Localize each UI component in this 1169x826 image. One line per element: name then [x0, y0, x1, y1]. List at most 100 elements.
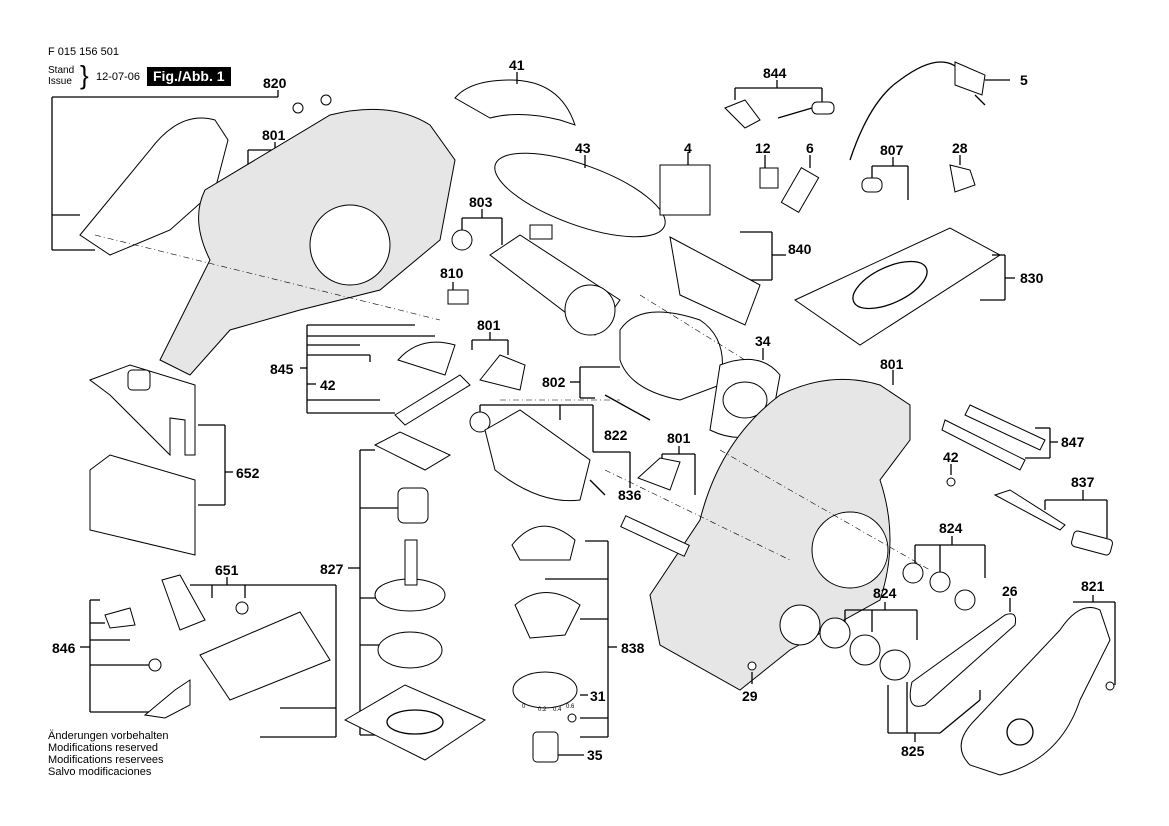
leader-840	[740, 231, 786, 281]
part-838-knob	[511, 525, 576, 561]
part-label-34: 34	[755, 333, 771, 349]
part-label-847: 847	[1061, 434, 1085, 450]
brace-glyph: }	[80, 60, 89, 90]
part-847-blade-b	[941, 419, 1026, 471]
part-651-fence	[199, 611, 331, 701]
leader-847	[1025, 427, 1058, 459]
note-english: Modifications reserved	[48, 742, 159, 754]
part-label-41: 41	[509, 57, 525, 73]
part-label-810: 810	[440, 265, 464, 281]
note-french: Modifications reservees	[48, 754, 164, 766]
part-label-824-upper: 824	[939, 520, 963, 536]
leader-821	[1073, 595, 1116, 685]
part-12-brush	[759, 167, 779, 189]
leader-825	[887, 682, 981, 742]
modifications-notice: Änderungen vorbehalten Modifications res…	[48, 730, 168, 778]
part-651-guide-clamp	[161, 574, 206, 631]
leader-838	[545, 540, 617, 738]
part-4-switch	[659, 164, 711, 216]
part-label-844: 844	[763, 65, 787, 81]
part-31-depth-dial	[512, 671, 578, 709]
note-german: Änderungen vorbehalten	[48, 730, 169, 742]
part-label-827: 827	[320, 561, 344, 577]
part-label-652: 652	[236, 465, 260, 481]
dial-tick-02: 0.2	[538, 707, 547, 713]
leader-845	[300, 324, 435, 414]
part-label-12: 12	[755, 140, 771, 156]
part-label-822: 822	[604, 427, 628, 443]
leader-822	[479, 404, 631, 488]
leader-807	[871, 157, 909, 200]
part-830-base-plate	[793, 227, 1001, 346]
leader-830	[980, 254, 1015, 301]
issue-label: Issue	[48, 76, 72, 87]
document-number: F 015 156 501	[48, 46, 119, 58]
part-28-clip	[949, 164, 976, 193]
part-label-43: 43	[575, 140, 591, 156]
dial-tick-06: 0.6	[566, 704, 575, 710]
part-label-4: 4	[684, 140, 692, 156]
part-827-mount-plate	[373, 431, 452, 471]
leader-837	[1044, 490, 1108, 538]
part-846-bracket	[143, 679, 191, 719]
leader-652	[198, 424, 233, 506]
part-label-845: 845	[270, 361, 294, 377]
part-label-6: 6	[806, 140, 814, 156]
part-label-802: 802	[542, 374, 566, 390]
part-label-31: 31	[590, 688, 606, 704]
part-label-803: 803	[469, 194, 493, 210]
part-label-801-lower: 801	[667, 430, 691, 446]
stand-label: Stand	[48, 65, 75, 76]
part-label-26: 26	[1002, 583, 1018, 599]
leader-844	[734, 80, 823, 102]
leader-651	[190, 577, 337, 738]
part-label-801: 801	[262, 127, 286, 143]
part-41-cover	[454, 79, 576, 126]
part-label-42: 42	[320, 377, 336, 393]
part-5-plug	[954, 61, 986, 96]
part-847-blade-a	[964, 404, 1046, 451]
part-label-42-right: 42	[943, 449, 959, 465]
housing-main	[159, 108, 456, 376]
part-652-holder	[88, 364, 196, 457]
part-label-801-mid: 801	[477, 317, 501, 333]
part-label-838: 838	[621, 640, 645, 656]
part-label-35: 35	[587, 747, 603, 763]
leader-820	[51, 90, 279, 251]
leader-801-mid	[471, 332, 509, 355]
part-837-wrench	[993, 489, 1066, 531]
field-coil	[619, 311, 723, 401]
part-label-825: 825	[901, 743, 925, 759]
part-label-801-right-housing: 801	[880, 356, 904, 372]
part-label-5: 5	[1020, 72, 1028, 88]
part-label-807: 807	[880, 142, 904, 158]
part-label-824-lower: 824	[873, 585, 897, 601]
cutter-drum	[484, 409, 591, 502]
part-label-840: 840	[788, 241, 812, 257]
part-821-belt-cover	[960, 607, 1111, 776]
figure-label: Fig./Abb. 1	[147, 67, 231, 86]
part-label-821: 821	[1081, 578, 1105, 594]
part-6-sleeve	[780, 166, 820, 214]
part-label-837: 837	[1071, 474, 1095, 490]
note-spanish: Salvo modificaciones	[48, 766, 152, 778]
part-label-651: 651	[215, 562, 239, 578]
dial-tick-0: 0	[522, 704, 526, 710]
leader-824-lower	[844, 602, 918, 640]
part-652-box	[89, 454, 196, 556]
leader-802	[570, 366, 620, 399]
power-cord	[849, 61, 961, 161]
part-840-cover	[669, 236, 761, 326]
part-26-belt	[909, 613, 1016, 707]
issue-date: 12-07-06	[96, 71, 141, 83]
part-label-836: 836	[618, 487, 642, 503]
leader-824-upper	[914, 536, 986, 578]
part-label-28: 28	[952, 140, 968, 156]
part-label-830: 830	[1020, 270, 1044, 286]
leader-846	[80, 599, 150, 713]
part-label-29: 29	[742, 688, 758, 704]
part-label-820: 820	[263, 75, 287, 91]
part-827-base	[343, 684, 487, 761]
part-35-knob	[532, 731, 559, 763]
